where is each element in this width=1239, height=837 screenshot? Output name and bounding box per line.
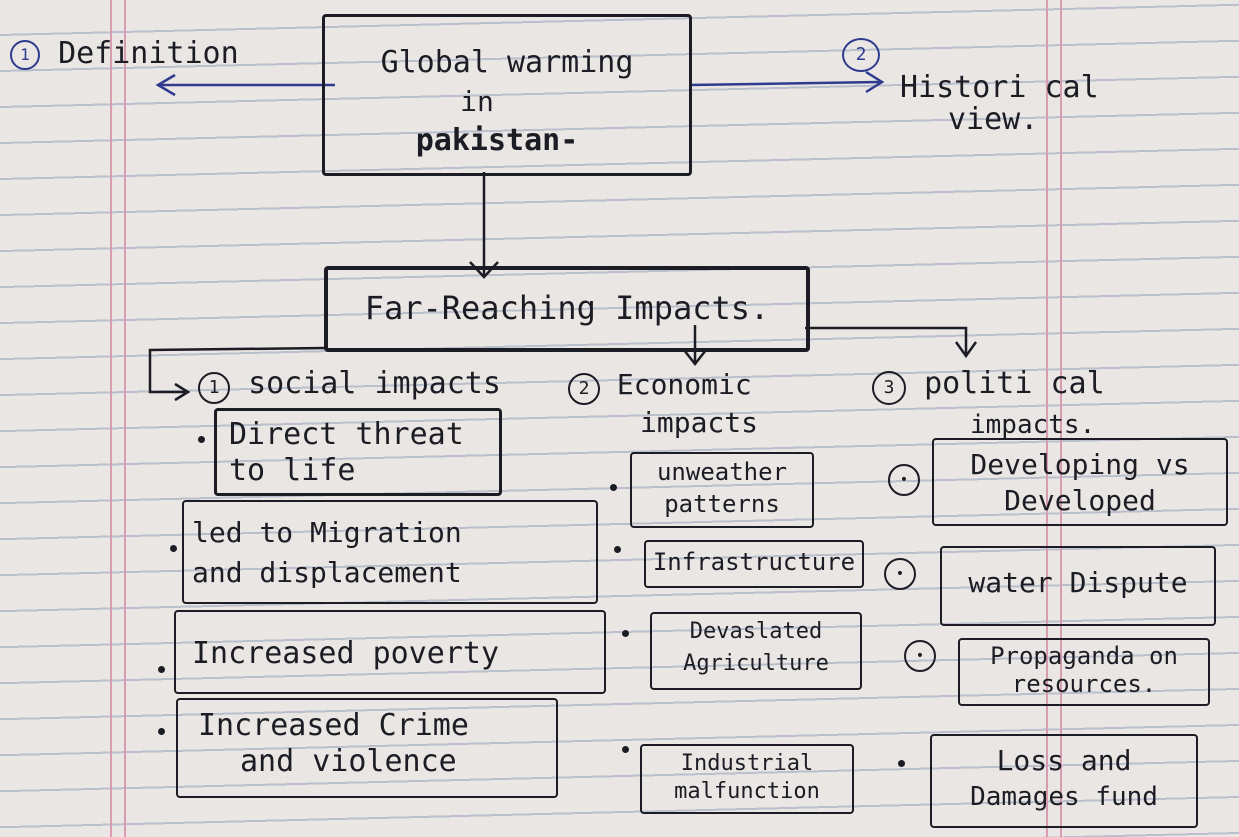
political-item-2-marker: •: [884, 558, 916, 590]
economic-item-3-line1: Devaslated: [689, 619, 823, 644]
central-topic-box: Global warming in pakistan-: [322, 14, 692, 176]
economic-item-1-bullet: [610, 484, 617, 491]
social-item-1-line2: to life: [229, 453, 356, 488]
economic-item-3-bullet: [622, 630, 629, 637]
historical-view-line1: Histori cal: [900, 70, 1099, 105]
political-title-line1: politi cal: [924, 366, 1105, 401]
economic-item-2-box: Infrastructure: [644, 540, 864, 588]
central-topic-line1: Global warming: [380, 45, 634, 80]
political-title-line2: impacts.: [970, 410, 1096, 440]
political-item-4-box: Loss and Damages fund: [930, 734, 1198, 828]
political-item-2-line1: water Dispute: [968, 566, 1188, 599]
political-number-badge: 3: [872, 371, 906, 405]
political-item-3-line1: Propaganda on: [990, 642, 1178, 670]
impacts-heading-box: Far-Reaching Impacts.: [324, 266, 810, 352]
social-item-1-line1: Direct threat: [229, 417, 464, 452]
definition-number-badge: 1: [10, 39, 40, 70]
political-item-2-box: water Dispute: [940, 546, 1216, 626]
historical-view-line2: view.: [948, 101, 1039, 137]
economic-item-4-box: Industrial malfunction: [640, 744, 854, 814]
social-item-2-bullet: [170, 545, 177, 552]
political-item-3-box: Propaganda on resources.: [958, 638, 1210, 706]
social-item-1-box: Direct threat to life: [214, 408, 502, 496]
social-item-4-line1: Increased Crime: [198, 708, 469, 743]
economic-title-line1: Economic: [616, 368, 752, 401]
social-number-badge: 1: [198, 372, 230, 404]
economic-title-line2: impacts: [640, 406, 759, 439]
social-impacts-title: 1 social impacts: [198, 368, 501, 404]
margin-line-right-inner: [1060, 0, 1062, 837]
political-item-3-marker: •: [904, 640, 936, 672]
central-topic-line2: in: [460, 85, 494, 118]
political-item-1-line1: Developing vs: [970, 448, 1190, 481]
economic-item-3-line2: Agriculture: [683, 651, 829, 676]
political-item-4-bullet: [898, 760, 905, 767]
social-item-3-box: Increased poverty: [174, 610, 606, 694]
margin-line-left-inner: [124, 0, 126, 837]
economic-item-1-box: unweather patterns: [630, 452, 814, 528]
definition-label: Definition: [58, 36, 239, 71]
economic-number-badge: 2: [568, 373, 600, 405]
impacts-heading-text: Far-Reaching Impacts.: [364, 289, 770, 327]
social-item-3-bullet: [158, 666, 165, 673]
political-item-1-marker: •: [888, 464, 920, 496]
social-item-1-bullet: [198, 436, 205, 443]
social-item-3-line1: Increased poverty: [192, 636, 500, 671]
political-item-1-line2: Developed: [1004, 484, 1156, 517]
social-title-text: social impacts: [248, 366, 501, 401]
margin-line-left: [110, 0, 112, 837]
political-impacts-title: 3 politi cal: [872, 368, 1105, 405]
social-item-4-box: Increased Crime and violence: [176, 698, 558, 798]
social-item-2-line2: and displacement: [192, 556, 462, 589]
political-item-1-box: Developing vs Developed: [932, 438, 1228, 526]
economic-item-1-line2: patterns: [664, 490, 780, 518]
social-item-2-box: led to Migration and displacement: [182, 500, 598, 604]
economic-item-3-box: Devaslated Agriculture: [650, 612, 862, 690]
political-item-4-line1: Loss and: [996, 744, 1132, 777]
definition-branch: 1 Definition: [10, 38, 239, 70]
economic-item-4-line1: Industrial: [680, 751, 814, 776]
economic-item-4-bullet: [622, 746, 629, 753]
economic-impacts-title: 2 Economic: [568, 370, 752, 405]
economic-item-1-line1: unweather: [656, 458, 788, 486]
historical-view-label: Histori cal view.: [900, 72, 1099, 135]
economic-item-2-line1: Infrastructure: [652, 548, 856, 576]
social-item-4-bullet: [158, 728, 165, 735]
political-item-4-line2: Damages fund: [970, 782, 1158, 812]
historical-number-badge: 2: [842, 38, 880, 72]
economic-item-4-line2: malfunction: [674, 779, 820, 804]
social-item-2-line1: led to Migration: [192, 516, 462, 549]
economic-item-2-bullet: [614, 546, 621, 553]
central-topic-line3: pakistan-: [415, 123, 579, 158]
margin-line-right: [1046, 0, 1048, 837]
social-item-4-line2: and violence: [240, 744, 457, 779]
political-item-3-line2: resources.: [1011, 670, 1157, 698]
